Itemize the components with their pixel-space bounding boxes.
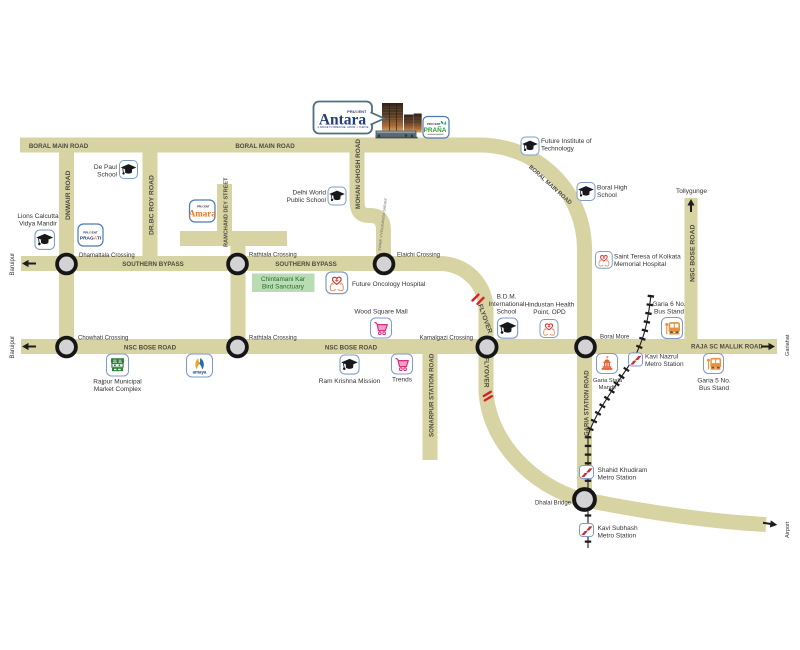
- svg-text:Shahid Khudiram: Shahid Khudiram: [598, 467, 648, 474]
- svg-text:NSC BOSE ROAD: NSC BOSE ROAD: [124, 345, 177, 352]
- svg-text:RAJA SC MALLIK ROAD: RAJA SC MALLIK ROAD: [691, 344, 763, 351]
- svg-text:Airport: Airport: [785, 521, 791, 538]
- svg-text:Dhalai Bridge: Dhalai Bridge: [535, 501, 572, 507]
- svg-text:NSC BOSE ROAD: NSC BOSE ROAD: [325, 345, 378, 352]
- svg-text:Delhi World: Delhi World: [293, 190, 327, 197]
- svg-text:Saint Teresa of Kolkata: Saint Teresa of Kolkata: [614, 254, 681, 261]
- svg-text:GARIA STATION ROAD: GARIA STATION ROAD: [585, 370, 591, 436]
- svg-text:Memorial Hospital: Memorial Hospital: [614, 261, 667, 268]
- svg-text:BORAL MAIN ROAD: BORAL MAIN ROAD: [29, 143, 89, 150]
- svg-text:Baruipur: Baruipur: [10, 336, 16, 359]
- svg-text:PRUDENT: PRUDENT: [427, 122, 441, 126]
- svg-text:Boral More: Boral More: [600, 335, 630, 341]
- svg-text:Baruipur: Baruipur: [10, 253, 16, 276]
- svg-text:Hindustan Health: Hindustan Health: [525, 302, 575, 309]
- svg-text:Public School: Public School: [287, 197, 327, 204]
- svg-text:Rathtala Crossing: Rathtala Crossing: [249, 336, 297, 342]
- svg-text:School: School: [597, 192, 617, 199]
- svg-text:Gariahat: Gariahat: [785, 334, 791, 356]
- svg-text:Market Complex: Market Complex: [94, 386, 142, 393]
- svg-text:B.D.M.: B.D.M.: [497, 294, 517, 301]
- svg-text:Technology: Technology: [541, 146, 575, 153]
- svg-text:SOUTHERN BYPASS: SOUTHERN BYPASS: [122, 261, 183, 268]
- svg-text:Chowhati Crossing: Chowhati Crossing: [78, 336, 128, 342]
- svg-text:PRAGATI: PRAGATI: [80, 235, 102, 241]
- svg-text:Trends: Trends: [392, 377, 413, 384]
- svg-text:FLYOVER: FLYOVER: [483, 357, 490, 388]
- svg-text:DNWAIR ROAD: DNWAIR ROAD: [65, 170, 72, 220]
- svg-text:Metro Station: Metro Station: [598, 533, 637, 540]
- svg-text:Antara: Antara: [319, 112, 367, 129]
- svg-text:International: International: [489, 301, 525, 308]
- svg-text:Amara: Amara: [189, 208, 216, 218]
- svg-text:Rathtala Crossing: Rathtala Crossing: [249, 253, 297, 259]
- svg-text:Point, OPD: Point, OPD: [533, 309, 566, 316]
- svg-text:MOHAN GHOSH ROAD: MOHAN GHOSH ROAD: [355, 139, 362, 209]
- svg-text:Kavi Nazrul: Kavi Nazrul: [645, 354, 679, 361]
- svg-text:School: School: [97, 172, 117, 179]
- svg-text:SWAMI VIVEKANANDA SARANI: SWAMI VIVEKANANDA SARANI: [378, 198, 388, 251]
- svg-text:Kavi Subhash: Kavi Subhash: [598, 525, 638, 532]
- svg-text:Future Oncology Hospital: Future Oncology Hospital: [352, 281, 426, 288]
- svg-text:Ram Krishna Mission: Ram Krishna Mission: [319, 378, 381, 385]
- svg-text:Kamalgazi Crossing: Kamalgazi Crossing: [420, 336, 473, 342]
- svg-text:amaya: amaya: [193, 369, 207, 374]
- svg-text:SOUTHERN BYPASS: SOUTHERN BYPASS: [275, 261, 336, 268]
- svg-text:PRUDENT: PRUDENT: [83, 231, 98, 235]
- svg-text:School: School: [497, 309, 517, 316]
- svg-text:NSC BOSE ROAD: NSC BOSE ROAD: [690, 225, 697, 282]
- svg-text:PRAÑA: PRAÑA: [424, 125, 447, 134]
- svg-text:Metro Station: Metro Station: [598, 475, 637, 482]
- svg-text:Tollygunge: Tollygunge: [676, 188, 707, 195]
- svg-text:Lions Calcutta: Lions Calcutta: [17, 213, 59, 220]
- svg-text:Bus Stand: Bus Stand: [699, 385, 729, 392]
- svg-text:Metro Station: Metro Station: [645, 361, 684, 368]
- svg-text:SONARPUR STATION ROAD: SONARPUR STATION ROAD: [429, 353, 436, 437]
- svg-text:Garia 5 No.: Garia 5 No.: [697, 378, 730, 385]
- svg-text:PRUDENT: PRUDENT: [347, 109, 367, 114]
- svg-text:A SPACE TO BREATHE, GROW, & TH: A SPACE TO BREATHE, GROW, & THRIVE: [318, 125, 369, 129]
- svg-text:De Paul: De Paul: [94, 164, 118, 171]
- svg-text:Bus Stand: Bus Stand: [654, 309, 684, 316]
- svg-text:PRUDENT: PRUDENT: [197, 205, 210, 209]
- svg-text:Future Institute of: Future Institute of: [541, 138, 592, 145]
- svg-text:Wood Square Mall: Wood Square Mall: [354, 309, 408, 316]
- svg-text:Dhamaltala Crossing: Dhamaltala Crossing: [79, 253, 135, 259]
- svg-text:DR.BC ROY ROAD: DR.BC ROY ROAD: [149, 175, 156, 235]
- svg-text:Chintamani Kar: Chintamani Kar: [261, 276, 306, 283]
- svg-text:BORAL MAIN ROAD: BORAL MAIN ROAD: [235, 143, 295, 150]
- svg-text:Rajpur Municipal: Rajpur Municipal: [93, 379, 142, 386]
- svg-text:Garia Stala: Garia Stala: [593, 378, 623, 384]
- svg-text:Mandir: Mandir: [599, 385, 617, 391]
- svg-text:Vidya Mandir: Vidya Mandir: [19, 221, 58, 228]
- svg-text:Elaichi Crossing: Elaichi Crossing: [397, 253, 440, 259]
- svg-text:Bird Sanctuary: Bird Sanctuary: [262, 284, 305, 291]
- svg-text:Boral High: Boral High: [597, 185, 628, 192]
- svg-text:Garia 6 No.: Garia 6 No.: [652, 301, 685, 308]
- svg-text:RAMCHAND DEY STREET: RAMCHAND DEY STREET: [224, 177, 230, 247]
